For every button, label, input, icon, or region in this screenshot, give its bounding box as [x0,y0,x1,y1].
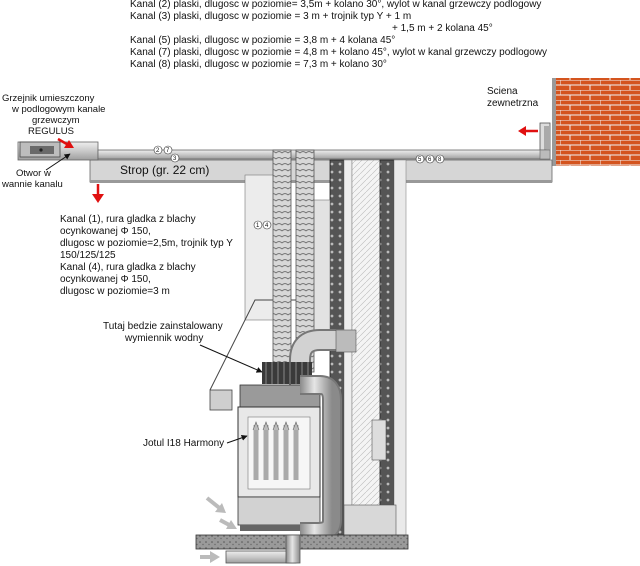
marker-5: 5 [418,157,422,163]
duct-markers-right: 5 6 8 [415,154,445,164]
channel-notes: Kanal (1), rura gladka z blachy ocynkowa… [60,214,233,297]
ceiling-label: Strop (gr. 22 cm) [120,163,209,177]
header-line-6: Kanal (8) plaski, dlugosc w poziomie = 7… [130,59,387,70]
heat-exchanger [262,362,312,384]
stove-jotul [237,384,321,531]
marker-6: 6 [428,157,432,163]
regulus-radiator [19,141,61,158]
outlet-flow-arrow-head [518,126,526,136]
opening-pointer [45,153,71,171]
stove-label: Jotul I18 Harmony [143,438,224,449]
enclosure-markers: 1 4 [253,220,272,230]
channel-note-1: Kanal (1), rura gladka z blachy [60,214,196,225]
radiator-label-3: grzewczym [32,115,80,126]
channel-note-7: dlugosc w poziomie=3 m [60,286,170,297]
channel-note-4: 150/125/125 [60,250,116,261]
channel-note-3: dlugosc w poziomie=2,5m, trojnik typ Y [60,238,233,249]
header-line-3: + 1,5 m + 2 kolana 45° [392,23,493,34]
channel-note-5: Kanal (4), rura gladka z blachy [60,262,196,273]
header-line-5: Kanal (7) plaski, dlugosc w poziomie = 4… [130,47,547,58]
air-intake-arrows [205,496,237,529]
stove-pointer [226,434,248,444]
channel-note-6: ocynkowanej Φ 150, [60,274,151,285]
header-notes: Kanal (2) plaski, dlugosc w poziomie= 3,… [130,0,547,70]
marker-4: 4 [265,223,269,229]
exterior-wall-label-2: zewnetrzna [487,98,539,109]
exchanger-label-1: Tutaj bedzie zainstalowany [103,321,223,332]
exchanger-label-2: wymiennik wodny [124,333,203,344]
floor [195,534,409,550]
radiator-label-2: w podlogowym kanale [11,104,105,115]
radiator-flow-arrow-head [64,140,74,148]
fresh-air-pipe [200,534,301,564]
duct-markers-left: 2 7 3 [153,145,180,163]
marker-8: 8 [438,157,442,163]
flex-ducts [272,149,315,373]
header-line-4: Kanal (5) plaski, dlugosc w poziomie = 3… [130,35,395,46]
exchanger-pointer [199,344,263,373]
side-pipe [300,375,342,542]
marker-1: 1 [256,223,260,229]
header-line-1: Kanal (2) plaski, dlugosc w poziomie= 3,… [130,0,541,10]
opening-label-1: Otwor w [16,168,51,179]
exterior-wall-label-1: Sciena [487,86,518,97]
flue-pipe [289,329,357,385]
radiator-label-4: REGULUS [28,126,74,137]
marker-2: 2 [156,148,160,154]
down-flow-arrow-head [92,194,104,203]
radiator-label-1: Grzejnik umieszczony [2,93,95,104]
marker-7: 7 [166,148,170,154]
channel-note-2: ocynkowanej Φ 150, [60,226,151,237]
marker-3: 3 [173,156,177,162]
opening-label-2: wannie kanalu [1,179,63,190]
header-line-2: Kanal (3) plaski, dlugosc w poziomie = 3… [130,11,411,22]
exterior-wall [552,78,640,166]
ceiling-slab [89,159,553,183]
